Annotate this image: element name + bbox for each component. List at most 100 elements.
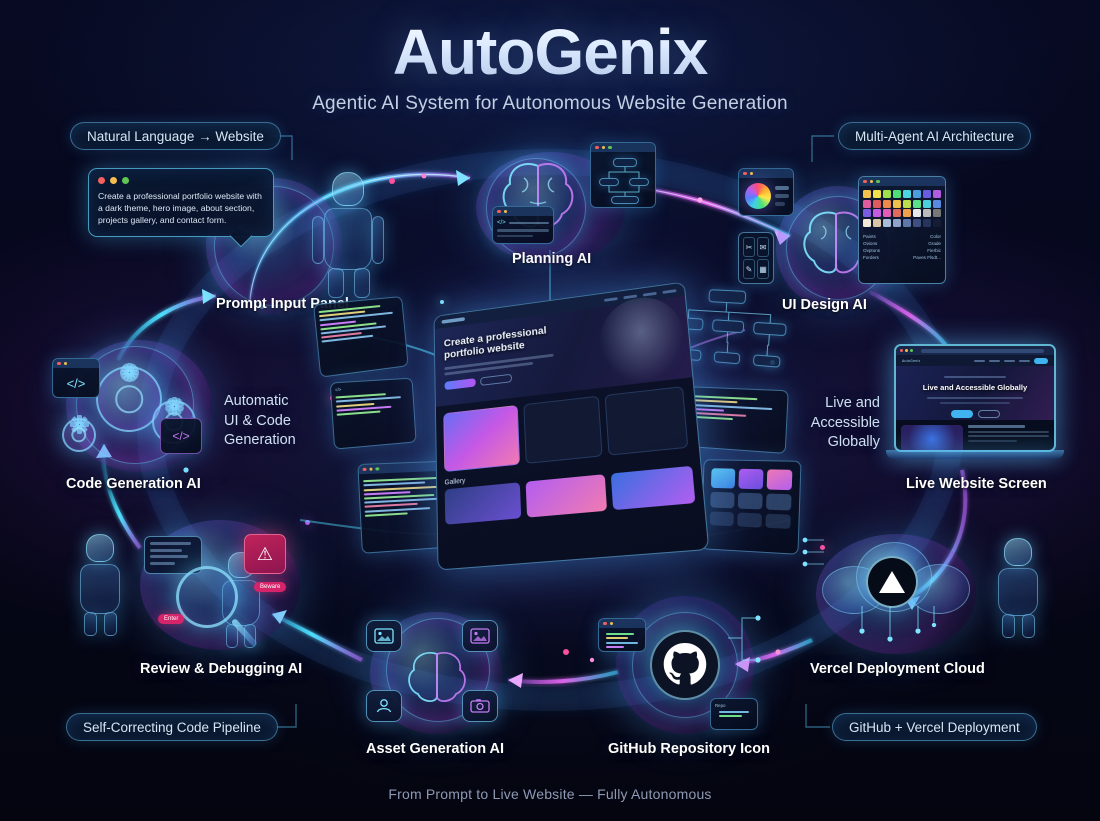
color-swatch[interactable] — [932, 209, 941, 217]
camera-icon — [470, 699, 490, 713]
hero-secondary-button[interactable] — [977, 409, 1000, 418]
ui-design-tool-window[interactable]: ✂ ✉ ✎ ▦ — [738, 232, 774, 284]
image-icon — [374, 628, 394, 644]
vercel-logo-badge[interactable] — [866, 556, 918, 608]
color-swatch[interactable] — [882, 190, 892, 198]
scissors-icon[interactable]: ✂ — [743, 237, 755, 257]
color-swatch[interactable] — [863, 209, 872, 217]
hero-primary-button[interactable] — [950, 409, 973, 418]
color-swatch[interactable] — [892, 190, 902, 198]
prompt-input-panel[interactable]: Create a professional portfolio website … — [88, 168, 274, 247]
minimize-dot-icon — [905, 349, 908, 352]
chip-enter[interactable]: Enter — [158, 614, 185, 624]
close-dot-icon — [497, 209, 501, 214]
site-cta-button[interactable] — [1034, 357, 1048, 364]
color-swatch[interactable] — [912, 190, 922, 198]
envelope-icon[interactable]: ✉ — [757, 237, 769, 257]
badge-github-vercel-deployment[interactable]: GitHub + Vercel Deployment — [832, 713, 1037, 741]
color-swatch[interactable] — [863, 199, 872, 208]
magnifier-icon — [176, 566, 238, 628]
color-swatch[interactable] — [912, 209, 922, 217]
color-swatch-grid[interactable] — [859, 186, 945, 231]
color-swatch[interactable] — [872, 209, 882, 217]
address-bar[interactable] — [921, 348, 1044, 353]
error-alert-card[interactable]: ⚠ — [244, 534, 286, 574]
mockup-logo — [441, 317, 465, 324]
window-titlebar — [859, 177, 945, 186]
color-swatch[interactable] — [892, 199, 902, 208]
page-subtitle: Agentic AI System for Autonomous Website… — [312, 93, 788, 115]
badge-self-correcting-code-pipeline[interactable]: Self-Correcting Code Pipeline — [66, 713, 278, 741]
github-commit-window-left[interactable] — [598, 618, 646, 652]
github-mark-icon — [663, 642, 707, 685]
color-swatch[interactable] — [872, 190, 882, 198]
color-swatch[interactable] — [892, 209, 902, 217]
color-swatch[interactable] — [892, 218, 902, 227]
debug-chat-window[interactable] — [144, 536, 202, 574]
grid-icon[interactable]: ▦ — [757, 259, 769, 279]
asset-tile-camera[interactable] — [462, 690, 498, 722]
color-swatch[interactable] — [932, 199, 941, 208]
asset-tile-photo[interactable] — [462, 620, 498, 652]
color-swatch[interactable] — [863, 218, 872, 227]
color-swatch[interactable] — [902, 199, 912, 208]
code-snippet-window[interactable]: </> — [160, 418, 202, 454]
ui-block — [766, 469, 793, 491]
chat-line — [150, 542, 192, 545]
mockup-primary-button[interactable] — [444, 378, 476, 391]
color-wheel-icon[interactable] — [745, 183, 771, 209]
badge-natural-language-website[interactable]: Natural Language → Website — [70, 122, 281, 150]
pencil-icon[interactable]: ✎ — [743, 259, 755, 279]
minimize-dot-icon — [110, 177, 117, 184]
color-swatch[interactable] — [922, 209, 932, 217]
code-panel-mid-left[interactable]: </> — [329, 377, 417, 450]
color-swatch[interactable] — [922, 190, 932, 198]
color-swatch[interactable] — [882, 218, 892, 227]
bot-leg-left — [226, 624, 238, 648]
color-swatch[interactable] — [912, 199, 922, 208]
ui-block — [737, 512, 763, 528]
code-row — [719, 715, 742, 718]
color-swatch[interactable] — [902, 190, 912, 198]
bot-body — [80, 564, 120, 614]
color-swatch[interactable] — [922, 199, 932, 208]
ui-design-color-window[interactable] — [738, 168, 794, 216]
site-section — [896, 420, 1054, 450]
github-logo-icon[interactable] — [650, 630, 720, 700]
color-swatch[interactable] — [882, 209, 892, 217]
color-swatch[interactable] — [863, 190, 872, 198]
code-gen-node-ring — [76, 346, 194, 464]
asset-tile-landscape[interactable] — [366, 620, 402, 652]
gear-icon — [62, 415, 96, 452]
code-panel-top-left[interactable] — [313, 296, 409, 378]
color-swatch[interactable] — [872, 199, 882, 208]
color-swatch[interactable] — [932, 218, 941, 227]
color-swatch[interactable] — [912, 218, 922, 227]
color-swatch[interactable] — [922, 218, 932, 227]
color-swatch[interactable] — [872, 218, 882, 227]
user-avatar-icon — [376, 699, 392, 713]
planning-chat-window[interactable]: </> — [492, 206, 554, 244]
planning-flowchart-window[interactable] — [590, 142, 656, 208]
color-swatch[interactable] — [902, 209, 912, 217]
badge-multi-agent-ai-architecture[interactable]: Multi-Agent AI Architecture — [838, 122, 1032, 150]
color-swatch[interactable] — [902, 218, 912, 227]
ui-blocks-panel-right[interactable] — [700, 459, 802, 555]
color-swatch[interactable] — [932, 190, 941, 198]
window-titlebar — [599, 619, 645, 628]
mockup-secondary-button[interactable] — [480, 373, 513, 386]
chip-beware[interactable]: Beware — [254, 582, 287, 592]
center-website-mockup[interactable]: Create a professional portfolio website … — [433, 281, 710, 571]
color-swatch[interactable] — [882, 199, 892, 208]
planning-node-ring — [486, 158, 586, 258]
close-dot-icon — [603, 621, 607, 626]
asset-tile-avatar[interactable] — [366, 690, 402, 722]
code-row — [606, 633, 634, 636]
github-commit-window-right[interactable]: Repo — [710, 698, 758, 730]
bot-body — [324, 208, 372, 270]
code-editor-window[interactable]: </> — [52, 358, 100, 398]
